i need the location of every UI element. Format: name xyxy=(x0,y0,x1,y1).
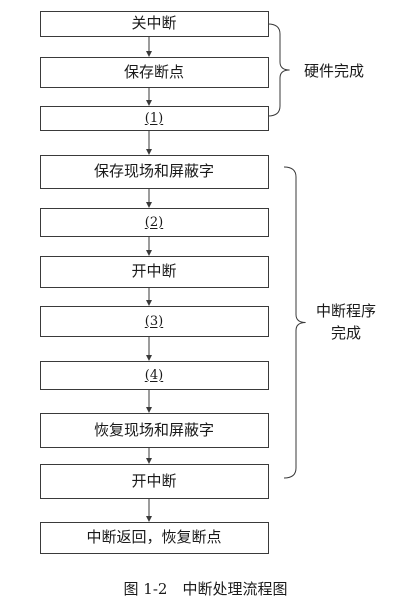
step-box-outline xyxy=(40,361,269,390)
curly-brace xyxy=(267,23,290,117)
group-label-text: 中断程序 完成 xyxy=(316,302,377,342)
blank-label: (1) xyxy=(144,110,164,126)
step-box-outline xyxy=(40,57,269,88)
blank-label: (2) xyxy=(144,214,164,230)
step-label: 关中断 xyxy=(131,14,177,32)
step-label: 开中断 xyxy=(131,471,177,490)
step-label: 保存现场和屏蔽字 xyxy=(93,162,214,180)
blank-label: (3) xyxy=(144,313,164,329)
step-box-outline xyxy=(40,522,269,554)
step-label: 中断返回，恢复断点 xyxy=(86,528,222,546)
figure-caption: 图 1-2 中断处理流程图 xyxy=(123,580,288,598)
step-box-blank-3: (3) xyxy=(40,306,268,336)
step-box-save-breakpoint: 保存断点 xyxy=(40,57,268,87)
group-label-interrupt-program: 中断程序 完成 xyxy=(316,300,376,344)
step-box-blank-2: (2) xyxy=(40,208,268,236)
step-box-outline xyxy=(40,306,269,337)
step-box-restore-context-mask: 恢复现场和屏蔽字 xyxy=(40,413,268,447)
step-box-interrupt-return: 中断返回，恢复断点 xyxy=(40,522,268,553)
curly-brace xyxy=(283,166,306,479)
step-box-save-context-mask: 保存现场和屏蔽字 xyxy=(40,155,268,188)
step-box-disable-interrupt: 关中断 xyxy=(40,11,268,36)
group-label-hardware: 硬件完成 xyxy=(304,60,364,82)
step-box-outline xyxy=(40,256,269,288)
step-box-outline xyxy=(40,155,269,189)
step-box-outline xyxy=(40,106,269,131)
step-box-enable-interrupt-2: 开中断 xyxy=(40,464,268,498)
step-box-blank-4: (4) xyxy=(40,361,268,389)
step-box-outline xyxy=(40,464,269,499)
step-box-blank-1: (1) xyxy=(40,106,268,130)
step-label: 保存断点 xyxy=(123,62,184,81)
step-label: 恢复现场和屏蔽字 xyxy=(93,420,214,439)
blank-label: (4) xyxy=(144,367,164,383)
step-label: 开中断 xyxy=(131,262,177,280)
step-box-enable-interrupt: 开中断 xyxy=(40,256,268,287)
step-box-outline xyxy=(40,208,269,237)
group-label-text: 硬件完成 xyxy=(304,62,365,80)
step-box-outline xyxy=(40,413,269,448)
